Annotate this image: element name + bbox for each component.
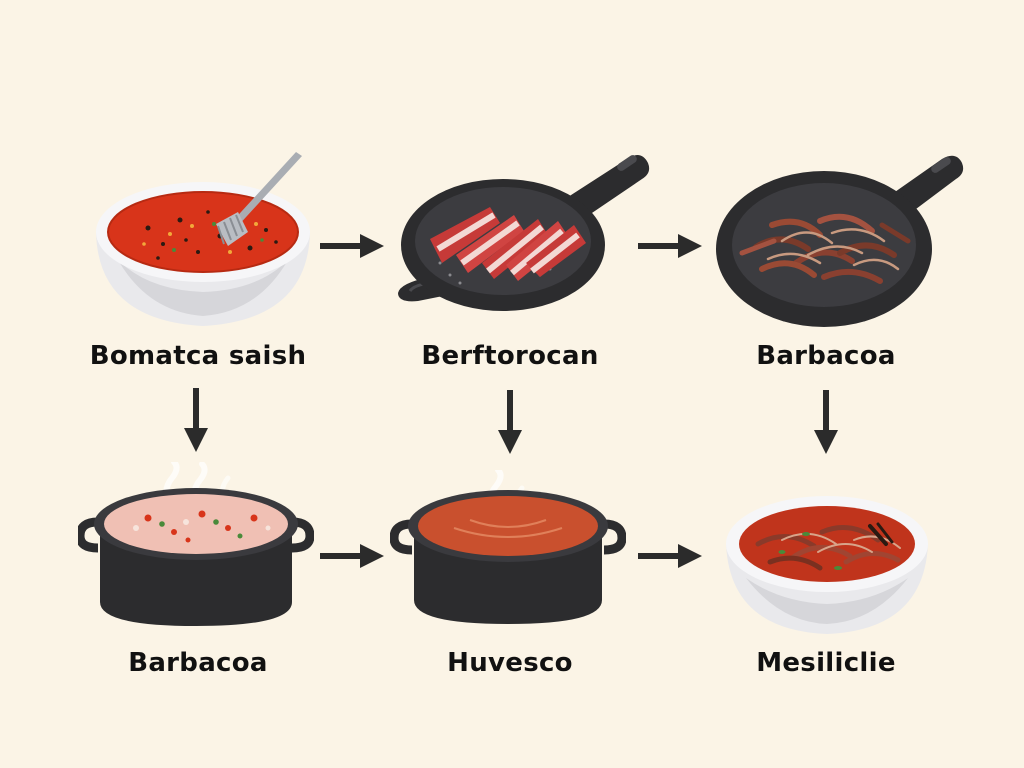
skillet-shredded-meat-icon — [716, 155, 964, 327]
step-label-2: Berftorocan — [421, 341, 599, 371]
step-label-5: Huvesco — [447, 648, 573, 678]
step-label-1: Bomatca saish — [89, 341, 307, 371]
step-label-6: Mesiliclie — [756, 648, 896, 678]
skillet-meat-strips-icon — [398, 155, 650, 311]
step-label-3: Barbacoa — [756, 341, 896, 371]
sauce-bowl-icon — [96, 152, 310, 326]
arrow-right-icon — [638, 544, 702, 568]
pot-soup-icon — [78, 462, 314, 626]
step-label-4: Barbacoa — [128, 648, 268, 678]
arrow-down-icon — [814, 390, 838, 454]
arrow-down-icon — [498, 390, 522, 454]
arrow-right-icon — [320, 544, 384, 568]
arrow-right-icon — [638, 234, 702, 258]
arrow-down-icon — [184, 388, 208, 452]
bowl-finished-dish-icon — [726, 496, 928, 634]
pot-sauce-icon — [390, 470, 626, 624]
arrow-right-icon — [320, 234, 384, 258]
